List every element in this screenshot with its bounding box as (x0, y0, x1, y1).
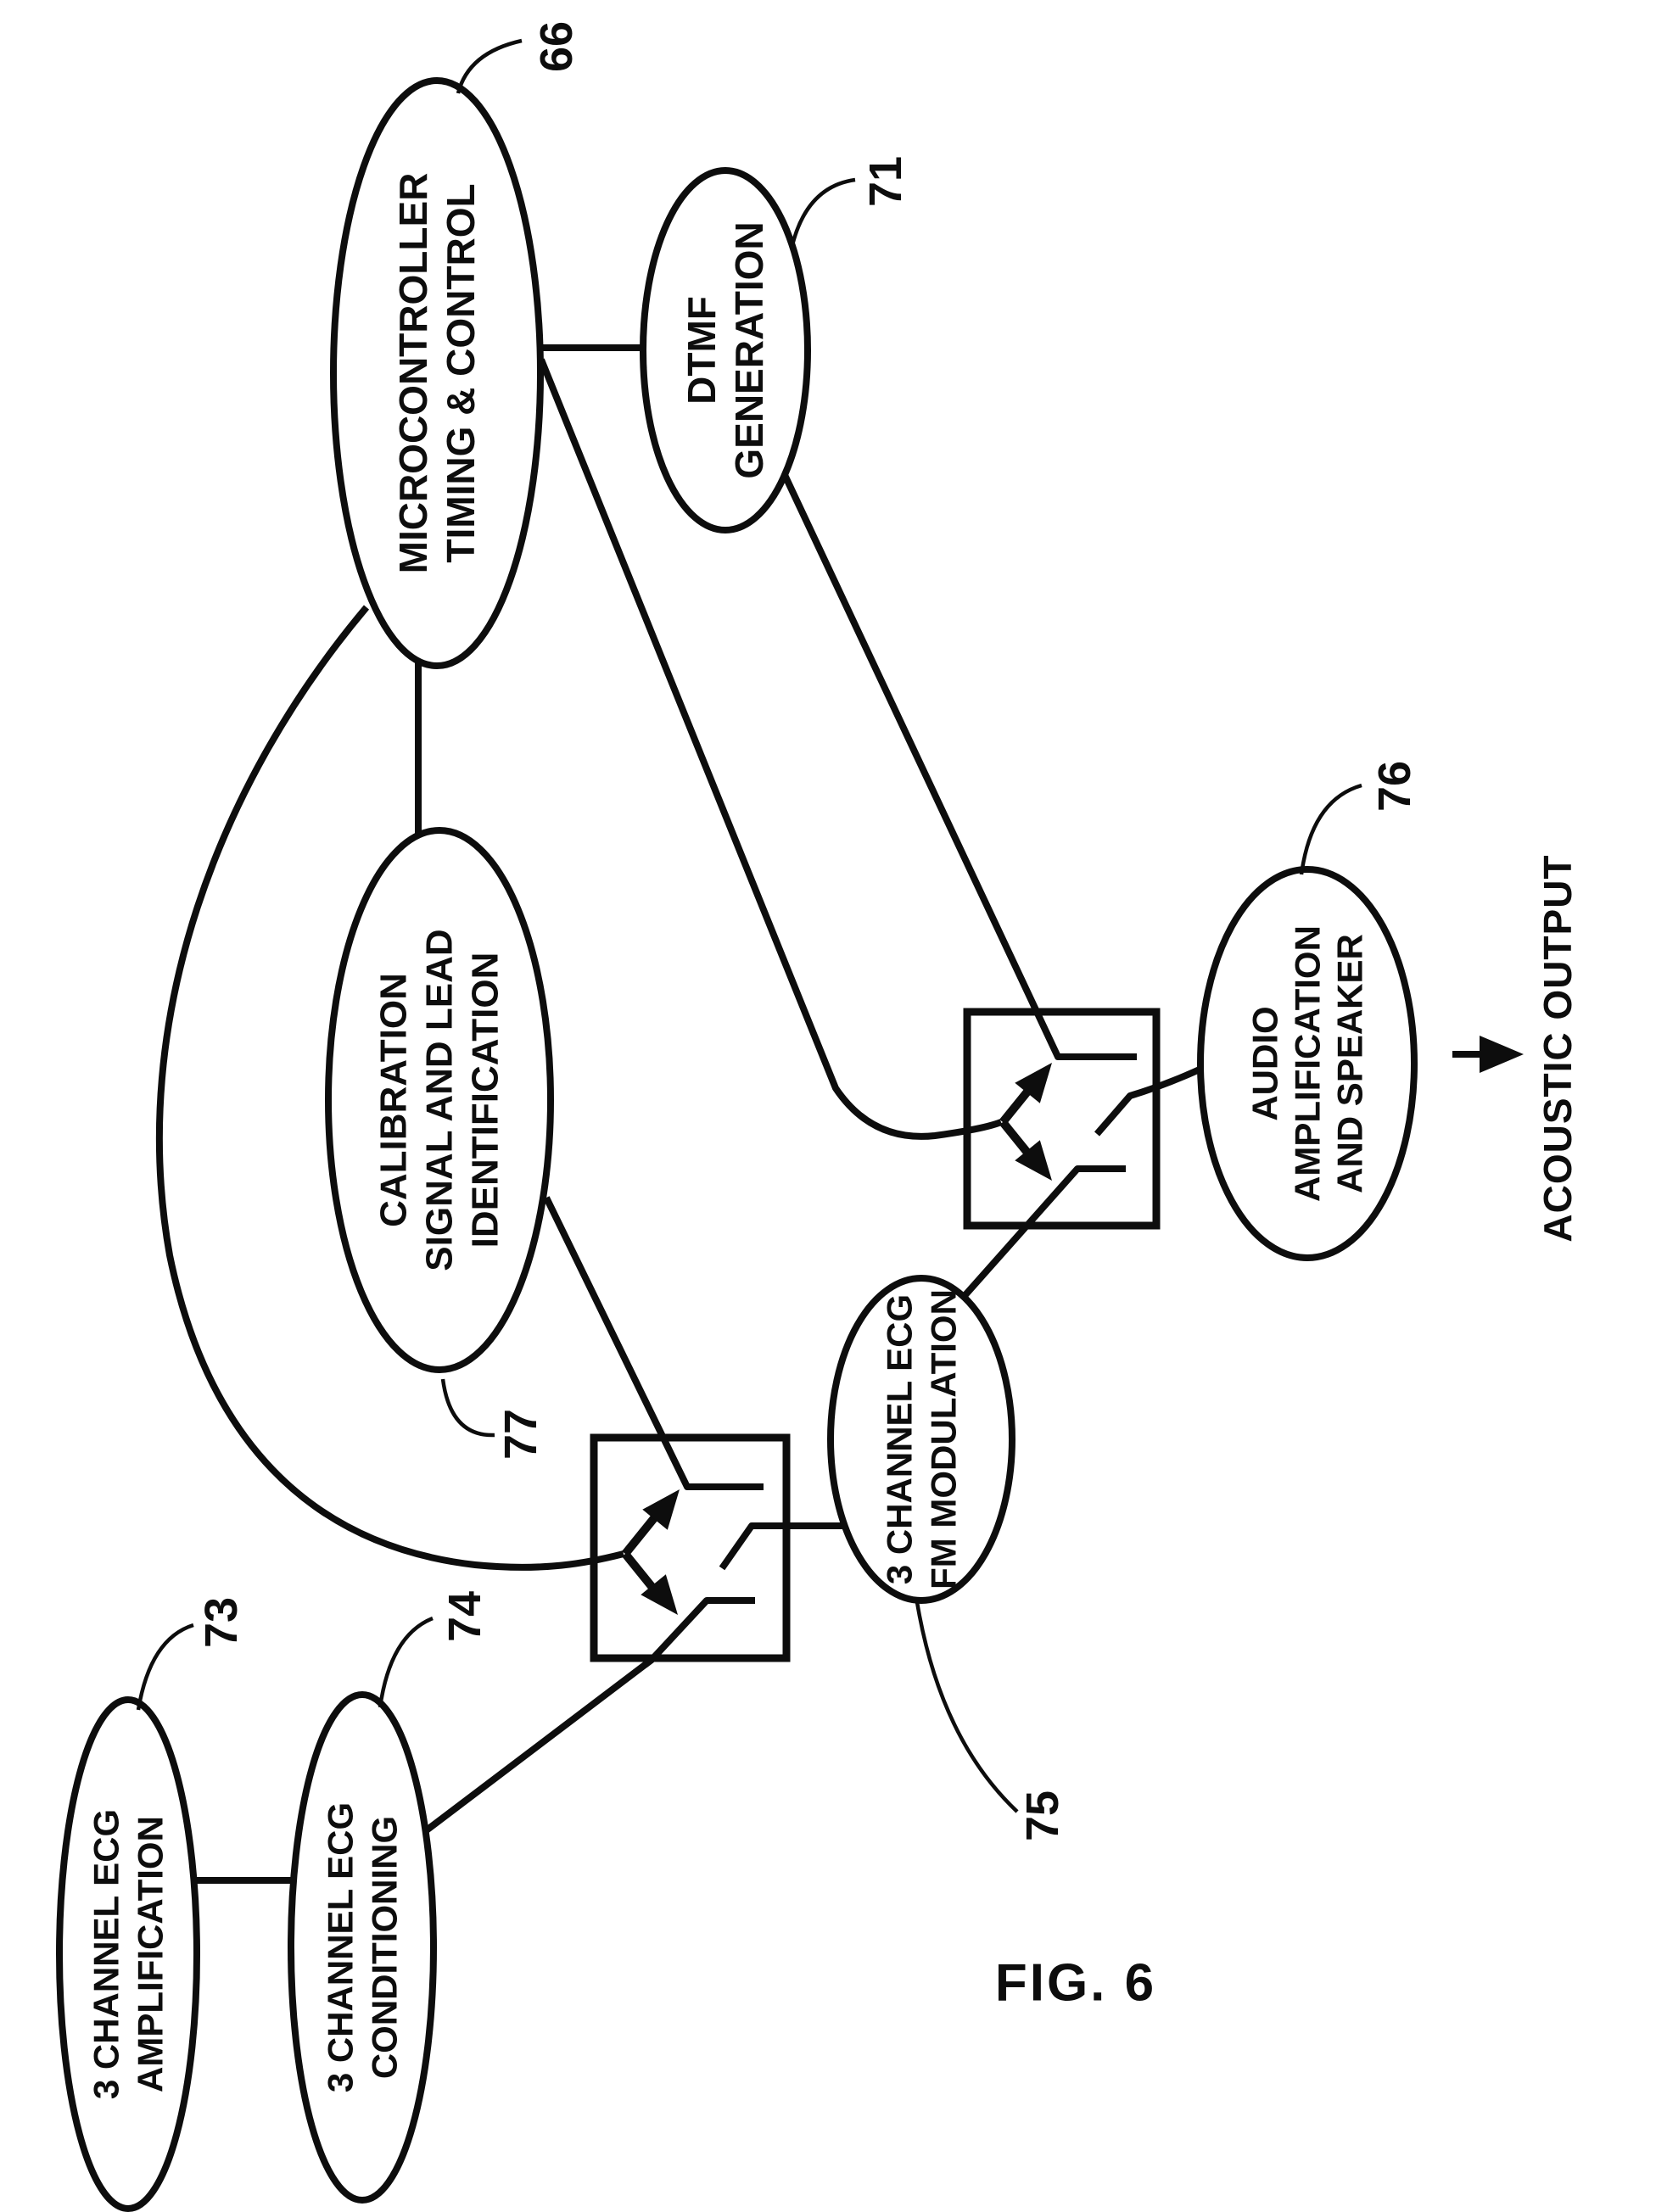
ref-label-77: 77 (495, 1409, 546, 1460)
node-dtmf-label-line2: GENERATION (727, 221, 771, 478)
leader-73 (136, 1623, 194, 1711)
leader-76 (1299, 783, 1362, 875)
node-dtmf-label-line1: DTMF (680, 296, 724, 405)
node-audio-amp-label-line2: AMPLIFICATION (1288, 925, 1328, 1202)
connector-micro-to-switch2-wiper (538, 358, 1003, 1140)
node-calibration-label-line2: SIGNAL AND LEAD (419, 929, 461, 1271)
node-ecg-conditioning-label-line2: CONDITIONING (365, 1816, 405, 2079)
leader-75 (915, 1601, 1019, 1813)
ref-label-74: 74 (439, 1591, 490, 1642)
switch-1-arrow-up-icon (642, 1489, 680, 1530)
node-dtmf-ellipse (640, 167, 811, 533)
node-calibration-label-line1: CALIBRATION (373, 973, 415, 1227)
ref-label-76: 76 (1369, 761, 1420, 812)
node-fm-modulation-label-line1: 3 CHANNEL ECG (880, 1294, 920, 1584)
connector-switch1-lower-contact-to-conditioning (422, 1597, 755, 1835)
node-calibration-ellipse (325, 827, 554, 1373)
connector-dtmf-to-switch2-upper-contact (781, 473, 1137, 1060)
switch-2-arrow-down-icon (1015, 1140, 1052, 1181)
leader-66 (456, 38, 523, 94)
node-microcontroller-label-line2: TIMING & CONTROL (439, 183, 483, 562)
node-audio-amp-label-line3: AND SPEAKER (1330, 934, 1370, 1193)
connector-calibration-to-switch1-upper-contact (543, 1196, 764, 1490)
figure-caption: FIG. 6 (995, 1954, 1156, 2013)
connector-switch2-output-to-audio (1094, 1065, 1203, 1137)
switch-1-box (590, 1433, 791, 1662)
leader-71 (789, 177, 856, 249)
node-audio-amp-ellipse (1197, 866, 1418, 1261)
node-ecg-conditioning-ellipse (288, 1691, 437, 2204)
acoustic-output-label: ACOUSTIC OUTPUT (1536, 854, 1580, 1242)
node-ecg-amplification-label-line1: 3 CHANNEL ECG (87, 1809, 126, 2099)
switch-2-arrow-up-icon (1015, 1063, 1052, 1103)
leader-77 (440, 1378, 495, 1438)
node-ecg-amplification-label-line2: AMPLIFICATION (131, 1816, 171, 2092)
ref-label-73: 73 (196, 1597, 247, 1648)
connector-fm-to-switch2-lower-contact (960, 1165, 1126, 1300)
node-audio-amp-label-line1: AUDIO (1245, 1006, 1285, 1120)
node-microcontroller-label-line1: MICROCONTROLLER (391, 173, 435, 574)
node-calibration-label-line3: IDENTIFICATION (465, 952, 506, 1248)
switch-1-arrow-down-icon (641, 1574, 678, 1615)
node-microcontroller-ellipse (330, 77, 544, 669)
acoustic-output-arrow-icon (1480, 1036, 1524, 1073)
node-ecg-conditioning-label-line1: 3 CHANNEL ECG (321, 1802, 361, 2092)
node-ecg-amplification-ellipse (56, 1696, 200, 2212)
ref-label-71: 71 (860, 156, 911, 207)
connector-switch1-output-to-fm (719, 1522, 844, 1571)
node-fm-modulation-ellipse (827, 1275, 1015, 1604)
leader-74 (378, 1616, 434, 1708)
ref-label-66: 66 (531, 21, 582, 72)
node-fm-modulation-label-line2: FM MODULATION (924, 1289, 964, 1589)
connector-micro-to-switch1-wiper (155, 605, 624, 1571)
ref-label-75: 75 (1017, 1790, 1068, 1841)
switch-2-box (963, 1008, 1161, 1230)
